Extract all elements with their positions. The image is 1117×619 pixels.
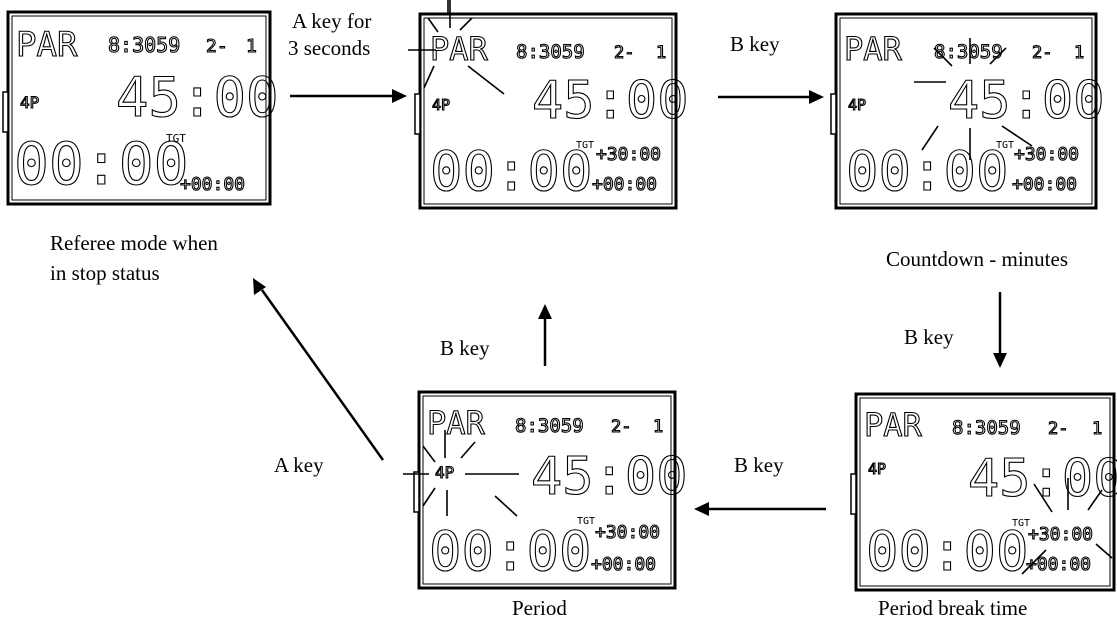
lcd-extra-time: +00:00 xyxy=(591,554,656,575)
lcd-period-icon: 4P xyxy=(20,93,39,112)
flash-ray xyxy=(467,65,505,95)
arrow-head xyxy=(993,353,1007,368)
label-referee-mode-2: in stop status xyxy=(50,261,160,285)
lcd-period-text: 2- xyxy=(206,36,228,57)
flash-ray xyxy=(933,47,953,67)
flash-ray xyxy=(422,487,436,507)
lcd-extra-time: +00:00 xyxy=(1026,554,1091,575)
lcd-main-time: 45:00 xyxy=(531,447,688,507)
lcd-sub-time: 00:00 xyxy=(429,520,592,583)
lcd-sub-time: 00:00 xyxy=(846,140,1009,203)
lcd-mode-text: PAR xyxy=(864,406,923,444)
lcd-tgt-label: TGT xyxy=(166,132,186,145)
lcd-tgt-time: +30:00 xyxy=(1014,144,1079,165)
flash-ray xyxy=(1001,125,1033,147)
lcd-period-icon: 4P xyxy=(868,460,886,478)
flash-ray xyxy=(989,47,1007,65)
flash-ray xyxy=(423,65,435,89)
labels: A key for 3 seconds B key Referee mode w… xyxy=(50,9,1068,619)
lcd-period-count: 1 xyxy=(653,417,663,437)
arrow-diagonal xyxy=(260,289,385,461)
arrows xyxy=(253,0,1007,516)
lcd-period-count: 1 xyxy=(656,43,666,63)
lcd-sub-time: 00:00 xyxy=(430,140,593,203)
lcd-sub-time: 00:00 xyxy=(866,520,1029,583)
flash-ray xyxy=(494,495,518,517)
lcd-extra-time: +00:00 xyxy=(592,174,657,195)
label-b-key-right: B key xyxy=(904,325,954,349)
lcd-mode-text: PAR xyxy=(427,404,486,442)
label-period-break-time: Period break time xyxy=(878,596,1027,619)
flash-ray xyxy=(459,17,473,31)
flash-ray xyxy=(460,441,476,459)
arrow-head xyxy=(253,278,266,295)
lcd-mode-text: PAR xyxy=(430,30,489,68)
lcd-clock-text: 8:3059 xyxy=(108,33,180,57)
flash-ray xyxy=(921,125,939,151)
lcd-tgt-time: +30:00 xyxy=(595,522,660,543)
lcd-main-time: 45:00 xyxy=(116,66,279,129)
arrow-head xyxy=(392,89,407,103)
lcd-mode-text: PAR xyxy=(16,25,78,65)
lcd-tgt-label: TGT xyxy=(576,140,594,151)
lcd-countdown-minutes: PAR 8:3059 2- 1 45:00 4P 00:00 TGT +30:0… xyxy=(830,12,1105,210)
flash-ray xyxy=(1033,483,1053,513)
lcd-period-count: 1 xyxy=(1092,419,1102,439)
lcd-main-time: 45:00 xyxy=(968,449,1117,509)
label-a-key-left: A key xyxy=(274,453,324,477)
label-referee-mode-1: Referee mode when xyxy=(50,231,218,255)
lcd-mode-text: PAR xyxy=(844,30,903,68)
lcd-tgt-time: +30:00 xyxy=(596,144,661,165)
lcd-clock-text: 8:3059 xyxy=(934,41,1003,63)
arrow-head xyxy=(538,304,552,319)
lcd-period-count: 1 xyxy=(1074,43,1084,63)
lcd-period-text: 2- xyxy=(1048,419,1068,439)
lcd-extra-time: +00:00 xyxy=(1012,174,1077,195)
label-3-seconds: 3 seconds xyxy=(288,36,370,60)
label-a-key-for: A key for xyxy=(292,9,371,33)
flash-ray xyxy=(1021,549,1047,575)
lcd-period-count: 1 xyxy=(246,36,257,57)
lcd-clock-text: 8:3059 xyxy=(516,41,585,63)
lcd-clock-text: 8:3059 xyxy=(515,415,584,437)
lcd-tgt-label: TGT xyxy=(996,140,1014,151)
lcd-main-time: 45:00 xyxy=(948,71,1105,131)
lcd-tgt-label: TGT xyxy=(577,516,595,527)
flash-ray xyxy=(427,17,439,33)
lcd-period-icon: 4P xyxy=(432,96,450,114)
lcd-referee-mode: PAR 8:3059 2- 1 45:00 4P 00:00 TGT +00:0… xyxy=(2,10,279,206)
lcd-period-text: 2- xyxy=(611,417,631,437)
label-countdown-minutes: Countdown - minutes xyxy=(886,247,1068,271)
label-b-key-center: B key xyxy=(440,336,490,360)
label-period: Period xyxy=(512,596,567,619)
lcd-period-break-time: PAR 8:3059 2- 1 45:00 4P 00:00 TGT +30:0… xyxy=(850,392,1117,592)
flash-ray xyxy=(1087,489,1103,511)
lcd-period-text: 2- xyxy=(1032,43,1052,63)
arrow-head xyxy=(694,502,709,516)
lcd-a-key-3s: PAR 8:3059 2- 1 45:00 4P 00:00 TGT +30:0… xyxy=(414,0,689,210)
flash-ray xyxy=(422,445,436,463)
label-b-key-top: B key xyxy=(730,32,780,56)
lcd-main-time: 45:00 xyxy=(532,71,689,131)
lcd-extra-time: +00:00 xyxy=(180,174,245,195)
lcd-period: PAR 8:3059 2- 1 45:00 4P 00:00 TGT +30:0… xyxy=(403,390,688,590)
lcd-tgt-label: TGT xyxy=(1012,518,1030,529)
arrow-head xyxy=(809,90,824,104)
lcd-clock-text: 8:3059 xyxy=(952,417,1021,439)
lcd-period-icon: 4P xyxy=(435,463,454,482)
lcd-period-icon: 4P xyxy=(848,96,866,114)
lcd-sub-time: 00:00 xyxy=(14,130,189,198)
lcd-tgt-time: +30:00 xyxy=(1028,524,1093,545)
label-b-key-bottom: B key xyxy=(734,453,784,477)
lcd-period-text: 2- xyxy=(614,43,634,63)
flash-ray xyxy=(1095,543,1113,559)
